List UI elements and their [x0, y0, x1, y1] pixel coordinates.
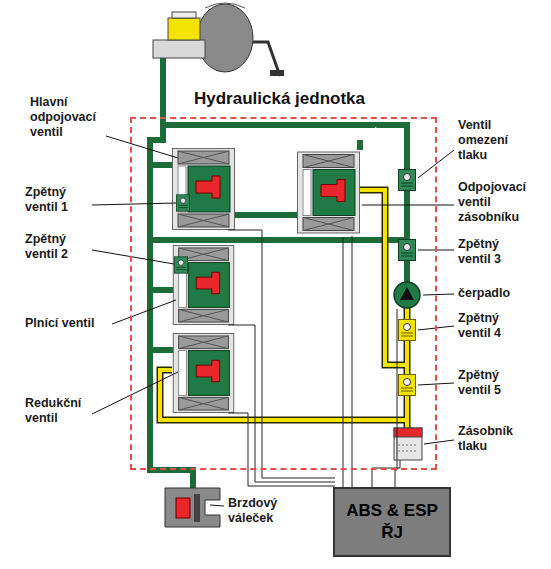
part-label: Plnící ventil [25, 316, 135, 331]
control-unit-box: ABS & ESP ŘJ [333, 487, 451, 557]
part-label: Zpětný ventil 2 [25, 232, 97, 262]
check-valve [399, 240, 416, 261]
part-label: Odpojovací ventil zásobníku [458, 180, 543, 225]
part-label: Zpětný ventil 3 [458, 237, 523, 267]
pressure-pipe [150, 58, 407, 490]
check-valve [399, 375, 416, 396]
pressure-limit-valve [399, 170, 416, 191]
check-valve [174, 257, 187, 273]
part-label: Brzdový váleček [228, 496, 303, 526]
leader-line [92, 136, 454, 506]
check-valve [399, 320, 416, 341]
part-label: čerpadlo [458, 286, 543, 301]
part-label: Zpětný ventil 5 [458, 368, 528, 398]
part-label: Zpětný ventil 1 [25, 185, 97, 215]
outlet-valve [173, 333, 233, 412]
part-label: Zásobník tlaku [458, 424, 533, 454]
pump-symbol [394, 282, 420, 308]
unit-title: Hydraulická jednotka [194, 89, 365, 109]
accumulator [394, 428, 422, 460]
isolation-valve [173, 149, 235, 230]
part-label: Hlavní odpojovací ventil [30, 95, 115, 140]
part-label: Redukční ventil [25, 396, 97, 426]
flow-arrow [190, 129, 375, 131]
flow-arrow [375, 127, 381, 133]
unit-region: Hydraulická jednotka [130, 117, 437, 470]
control-wire [228, 230, 400, 487]
part-label: Ventil omezení tlaku [458, 118, 528, 163]
accumulator-valve [298, 152, 360, 233]
check-valve [176, 195, 189, 211]
inlet-valve [173, 245, 233, 324]
master-cylinder [153, 3, 284, 76]
control-unit-name: ABS & ESP ŘJ [344, 500, 440, 544]
brake-cylinder [165, 488, 220, 527]
part-label: Zpětný ventil 4 [458, 311, 528, 341]
